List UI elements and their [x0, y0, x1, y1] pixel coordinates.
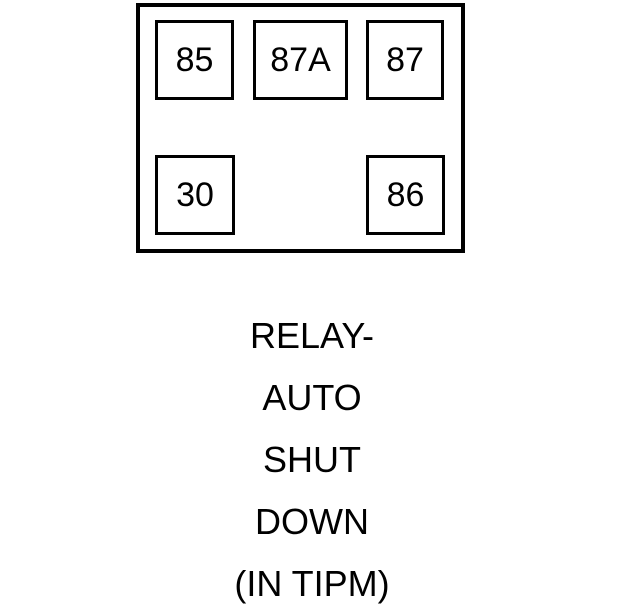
pin-label-30: 30 [176, 176, 214, 214]
caption-line-5: (IN TIPM) [234, 563, 390, 604]
pin-terminal-30[interactable]: 30 [155, 155, 235, 235]
relay-pinout-diagram: 85 87A 87 30 86 RELAY- AUTO SHUT DOWN (I… [136, 3, 465, 604]
caption-line-4: DOWN [255, 501, 369, 542]
pin-terminal-86[interactable]: 86 [366, 155, 445, 235]
relay-caption: RELAY- AUTO SHUT DOWN (IN TIPM) [0, 305, 624, 615]
pin-label-87: 87 [386, 41, 424, 79]
pin-terminal-85[interactable]: 85 [155, 20, 234, 100]
pin-terminal-87a[interactable]: 87A [253, 20, 348, 100]
pin-terminal-87[interactable]: 87 [366, 20, 444, 100]
pin-label-86: 86 [386, 176, 425, 214]
caption-line-2: AUTO [262, 377, 362, 418]
caption-line-3: SHUT [263, 439, 361, 480]
caption-line-1: RELAY- [249, 315, 375, 356]
pin-label-87a: 87A [270, 41, 331, 79]
pin-label-85: 85 [175, 41, 214, 79]
